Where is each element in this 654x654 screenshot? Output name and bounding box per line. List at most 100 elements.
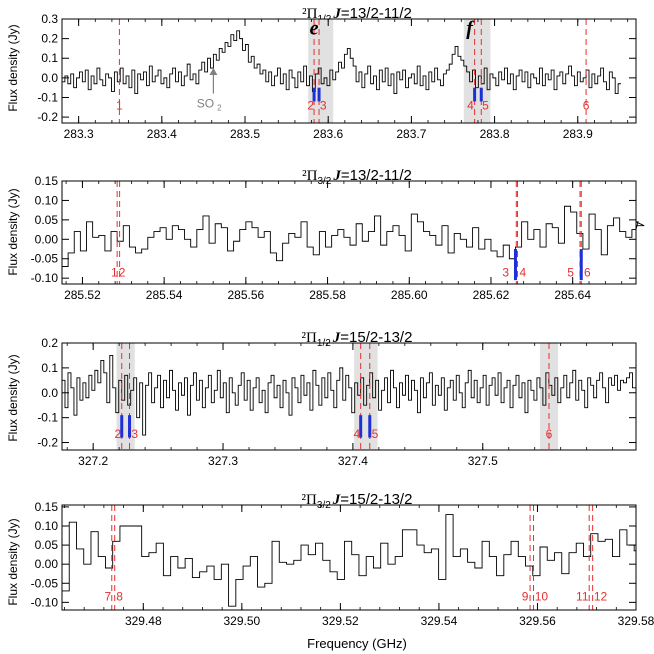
x-tick-label: 329.48 <box>125 614 162 628</box>
y-tick-label: -0.1 <box>37 411 58 425</box>
title-transition: =13/2-11/2 <box>341 5 412 22</box>
transition-label: 6 <box>546 427 553 441</box>
x-tick-label: 285.56 <box>227 288 264 302</box>
title-pi: ²Π <box>302 330 317 346</box>
y-tick-label: 0.00 <box>35 557 59 571</box>
transition-label: 5 <box>482 98 489 112</box>
spectrum-line <box>62 514 636 607</box>
y-tick-label: 0.05 <box>35 213 59 227</box>
x-tick-label: 283.4 <box>147 127 177 141</box>
y-tick-label: 0.2 <box>41 32 58 46</box>
x-tick-label: 285.62 <box>473 288 510 302</box>
x-tick-label: 283.9 <box>563 127 593 141</box>
transition-label: 12 <box>594 590 608 604</box>
x-tick-label: 285.58 <box>309 288 346 302</box>
x-tick-label: 283.5 <box>230 127 260 141</box>
component-label-f: f <box>466 18 475 40</box>
y-tick-label: 0.15 <box>35 500 59 514</box>
title-j: J <box>332 330 341 346</box>
so2-arrow-head <box>209 68 218 76</box>
y-tick-label: 0.3 <box>41 12 58 26</box>
y-tick-label: 0.0 <box>41 386 58 400</box>
x-tick-label: 283.8 <box>480 127 510 141</box>
axes-frame <box>61 342 637 451</box>
x-tick-label: 327.5 <box>468 454 498 468</box>
transition-label: 8 <box>116 590 123 604</box>
transition-label: 6 <box>584 265 591 279</box>
y-tick-label: 0.2 <box>41 336 58 350</box>
x-tick-label: 329.52 <box>322 614 359 628</box>
y-axis-label: Flux density (Jy) <box>6 354 20 441</box>
title-transition: =13/2-11/2 <box>341 167 412 184</box>
axes-frame <box>61 180 637 285</box>
x-tick-label: 283.6 <box>313 127 343 141</box>
y-tick-label: 0.15 <box>35 174 59 188</box>
x-tick-label: 329.58 <box>618 614 654 628</box>
transition-label: 4 <box>353 427 360 441</box>
transition-label: 9 <box>522 590 529 604</box>
x-tick-label: 285.60 <box>391 288 428 302</box>
title-transition: =15/2-13/2 <box>340 329 412 346</box>
transition-label: 4 <box>467 98 474 112</box>
y-tick-label: -0.1 <box>37 90 58 104</box>
y-tick-label: -0.2 <box>37 436 58 450</box>
y-tick-label: 0.00 <box>35 232 59 246</box>
transition-label: 7 <box>104 590 111 604</box>
y-tick-label: -0.05 <box>31 576 59 590</box>
y-tick-label: 0.1 <box>41 51 58 65</box>
x-tick-label: 327.3 <box>208 454 238 468</box>
axes-frame <box>61 18 637 124</box>
transition-label: 3 <box>320 98 327 112</box>
y-tick-label: 0.10 <box>35 193 59 207</box>
transition-label: 11 <box>576 590 589 604</box>
y-tick-label: 0.05 <box>35 538 59 552</box>
transition-label: 3 <box>131 427 138 441</box>
y-tick-label: 0.1 <box>41 361 58 375</box>
y-tick-label: 0.10 <box>35 519 59 533</box>
y-tick-label: -0.2 <box>37 110 58 124</box>
title-j: J <box>332 492 341 508</box>
y-axis-label: Flux density (Jy) <box>6 518 20 605</box>
so2-label-subscript: 2 <box>217 104 222 113</box>
title-transition: =15/2-13/2 <box>340 491 412 508</box>
transition-label: 3 <box>502 265 509 279</box>
transition-label: 5 <box>372 427 379 441</box>
x-tick-label: 285.52 <box>64 288 101 302</box>
transition-label: 1 <box>111 265 118 279</box>
x-tick-label: 329.56 <box>519 614 556 628</box>
title-pi: ²Π <box>302 492 317 508</box>
title-pi: ²Π <box>302 168 317 184</box>
title-j: J <box>332 168 341 184</box>
y-tick-label: 0.0 <box>41 71 58 85</box>
y-axis-label: Flux density (Jy) <box>6 24 20 111</box>
y-tick-label: -0.10 <box>31 271 59 285</box>
axes-frame <box>61 504 637 611</box>
x-tick-label: 285.54 <box>146 288 183 302</box>
transition-label: 6 <box>583 98 590 112</box>
y-axis-label: Flux density (Jy) <box>6 188 20 275</box>
title-j: J <box>332 6 341 22</box>
x-tick-label: 283.7 <box>396 127 426 141</box>
transition-label: 2 <box>114 427 121 441</box>
title-pi: ²Π <box>302 6 317 22</box>
shaded-region <box>463 19 491 123</box>
transition-label: 2 <box>119 265 126 279</box>
x-tick-label: 329.54 <box>421 614 458 628</box>
x-tick-label: 329.50 <box>223 614 260 628</box>
transition-label: 4 <box>519 265 526 279</box>
x-tick-label: 285.64 <box>554 288 591 302</box>
panel-1: ²Π1/2J=13/2-11/2 Flux density (Jy) 12345… <box>6 5 637 141</box>
x-tick-label: 283.3 <box>64 127 94 141</box>
transition-label: 10 <box>535 590 549 604</box>
x-axis-label: Frequency (GHz) <box>307 636 407 651</box>
spectrum-line <box>62 354 636 436</box>
